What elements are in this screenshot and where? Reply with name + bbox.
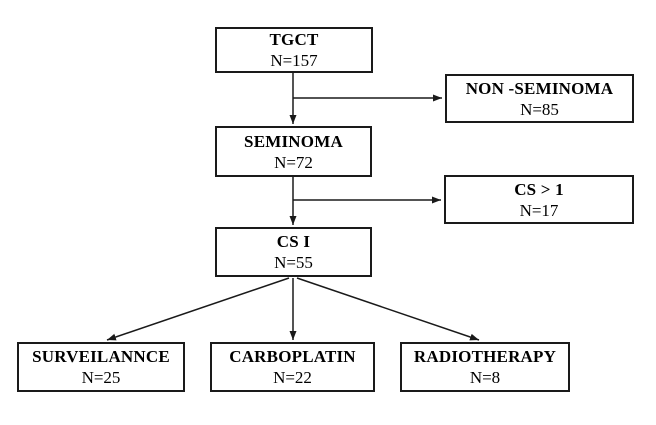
- node-non-seminoma-count: N=85: [520, 99, 559, 119]
- node-non-seminoma-label: NON -SEMINOMA: [465, 78, 614, 98]
- node-cs-i: CS I N=55: [215, 227, 372, 277]
- node-tgct: TGCT N=157: [215, 27, 373, 73]
- node-surveillance-count: N=25: [81, 368, 121, 387]
- node-radiotherapy-label: RADIOTHERAPY: [413, 347, 557, 366]
- node-carboplatin-label: CARBOPLATIN: [229, 347, 356, 366]
- node-non-seminoma: NON -SEMINOMA N=85: [445, 74, 634, 123]
- node-surveillance: SURVEILANNCE N=25: [17, 342, 185, 392]
- node-radiotherapy: RADIOTHERAPY N=8: [400, 342, 570, 392]
- node-cs-gt-1-count: N=17: [519, 200, 559, 220]
- node-surveillance-label: SURVEILANNCE: [32, 347, 170, 366]
- node-cs-gt-1-label: CS > 1: [514, 179, 564, 199]
- node-cs-i-label: CS I: [276, 232, 311, 251]
- node-tgct-label: TGCT: [269, 30, 319, 49]
- node-cs-i-count: N=55: [274, 253, 313, 272]
- node-seminoma-label: SEMINOMA: [244, 131, 343, 151]
- arrow-cs-i-to-radiotherapy: [296, 277, 480, 341]
- node-cs-gt-1: CS > 1 N=17: [444, 175, 634, 224]
- node-tgct-count: N=157: [270, 51, 318, 70]
- arrow-cs-i-to-surveillance: [106, 277, 290, 341]
- node-carboplatin-count: N=22: [273, 368, 312, 387]
- node-seminoma: SEMINOMA N=72: [215, 126, 372, 177]
- node-radiotherapy-count: N=8: [469, 368, 501, 387]
- node-carboplatin: CARBOPLATIN N=22: [210, 342, 375, 392]
- node-seminoma-count: N=72: [274, 152, 313, 172]
